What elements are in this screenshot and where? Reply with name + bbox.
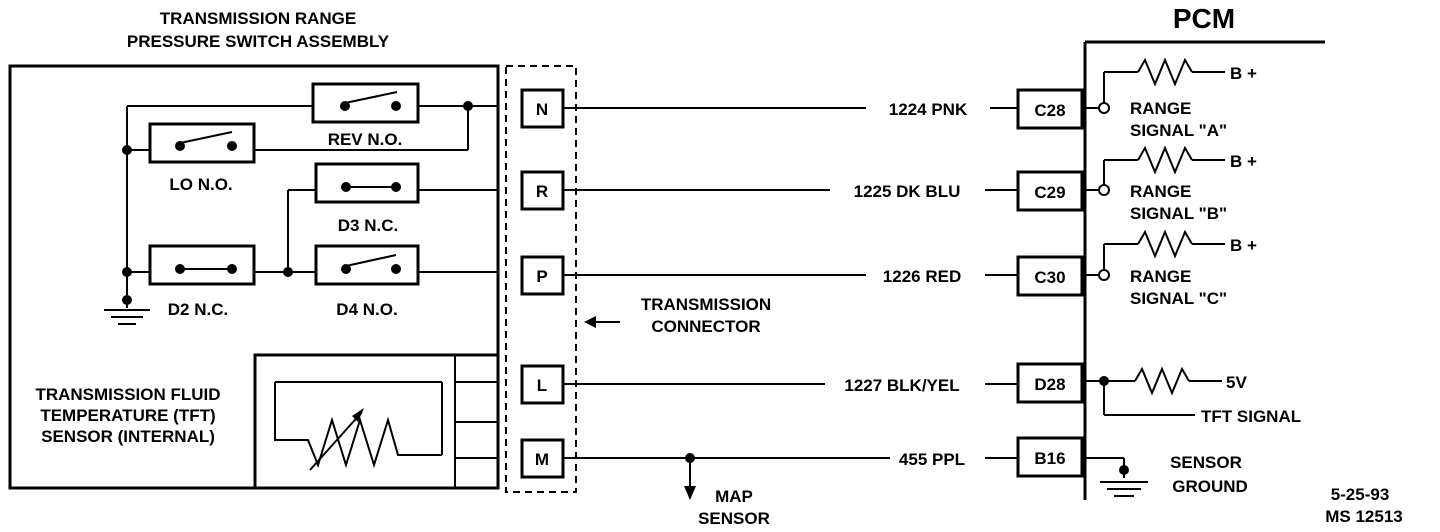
- range-signal-a-circuit: [1085, 57, 1225, 114]
- tft-label-line1: TRANSMISSION FLUID: [35, 385, 220, 404]
- pin-m: M: [520, 438, 565, 479]
- pin-m-label: M: [535, 450, 549, 469]
- d3-switch-label: D3 N.C.: [338, 216, 398, 235]
- wire-1227-label: 1227 BLK/YEL: [844, 376, 959, 395]
- connector-pointer-arrow: [584, 316, 620, 328]
- d4-switch: [314, 244, 420, 286]
- tft-signal-label: TFT SIGNAL: [1201, 407, 1301, 426]
- terminal-b16: B16: [1016, 436, 1084, 478]
- pin-r-label: R: [536, 182, 548, 201]
- pcm-boundary: [1083, 40, 1325, 500]
- range-signal-c-circuit: [1085, 229, 1225, 281]
- terminal-d28-label: D28: [1034, 375, 1065, 394]
- terminal-c30: C30: [1016, 255, 1084, 297]
- range-signal-b-circuit: [1085, 145, 1225, 196]
- diagram-number: MS 12513: [1325, 507, 1403, 526]
- wire-1226-label: 1226 RED: [883, 267, 961, 286]
- d3-switch: [314, 162, 420, 204]
- range-c-label: RANGE: [1130, 267, 1191, 286]
- terminal-c28-label: C28: [1034, 101, 1065, 120]
- sensor-ground-label-line2: GROUND: [1172, 477, 1248, 496]
- switch-wiring: [104, 101, 498, 325]
- transmission-connector: [505, 65, 577, 493]
- pin-r: R: [520, 170, 565, 211]
- terminal-b16-label: B16: [1034, 449, 1065, 468]
- d4-switch-label: D4 N.O.: [336, 300, 397, 319]
- signal-c-label: SIGNAL "C": [1130, 289, 1227, 308]
- bplus-b-label: B +: [1230, 152, 1257, 171]
- pin-l: L: [520, 364, 565, 405]
- pin-p: P: [520, 255, 565, 296]
- sensor-ground-circuit: [1085, 457, 1148, 497]
- sensor-ground-label-line1: SENSOR: [1170, 453, 1242, 472]
- map-sensor-label-line1: MAP: [715, 487, 753, 506]
- terminal-d28: D28: [1016, 362, 1084, 404]
- signal-a-label: SIGNAL "A": [1130, 121, 1227, 140]
- rev-switch-label: REV N.O.: [328, 130, 403, 149]
- rev-switch: [311, 82, 420, 124]
- bplus-a-label: B +: [1230, 64, 1257, 83]
- map-sensor-label-line2: SENSOR: [698, 509, 770, 528]
- tft-label-line2: TEMPERATURE (TFT): [40, 406, 215, 425]
- range-a-label: RANGE: [1130, 99, 1191, 118]
- signal-b-label: SIGNAL "B": [1130, 204, 1227, 223]
- pin-n: N: [520, 88, 565, 129]
- connector-label-line1: TRANSMISSION: [641, 295, 771, 314]
- terminal-c29-label: C29: [1034, 183, 1065, 202]
- harness-wires: [563, 107, 1018, 500]
- five-volt-label: 5V: [1226, 373, 1247, 392]
- lo-switch-label: LO N.O.: [169, 175, 232, 194]
- diagram-date: 5-25-93: [1331, 485, 1390, 504]
- assembly-title-line2: PRESSURE SWITCH ASSEMBLY: [127, 32, 390, 51]
- wire-1224-label: 1224 PNK: [889, 100, 968, 119]
- tft-signal-circuit: [1085, 366, 1222, 416]
- bplus-c-label: B +: [1230, 236, 1257, 255]
- pin-n-label: N: [536, 100, 548, 119]
- pin-l-label: L: [537, 376, 547, 395]
- tft-sensor: [253, 353, 500, 490]
- range-b-label: RANGE: [1130, 182, 1191, 201]
- assembly-title-line1: TRANSMISSION RANGE: [160, 9, 356, 28]
- wire-1225-label: 1225 DK BLU: [854, 182, 961, 201]
- d2-switch: [148, 244, 256, 286]
- lo-switch: [148, 122, 256, 164]
- terminal-c28: C28: [1016, 88, 1084, 130]
- terminal-c30-label: C30: [1034, 268, 1065, 287]
- tft-label-line3: SENSOR (INTERNAL): [41, 427, 215, 446]
- d2-switch-label: D2 N.C.: [168, 300, 228, 319]
- pcm-title: PCM: [1173, 3, 1235, 34]
- terminal-c29: C29: [1016, 170, 1084, 212]
- wire-455-label: 455 PPL: [899, 450, 965, 469]
- pin-p-label: P: [536, 267, 547, 286]
- connector-label-line2: CONNECTOR: [651, 317, 760, 336]
